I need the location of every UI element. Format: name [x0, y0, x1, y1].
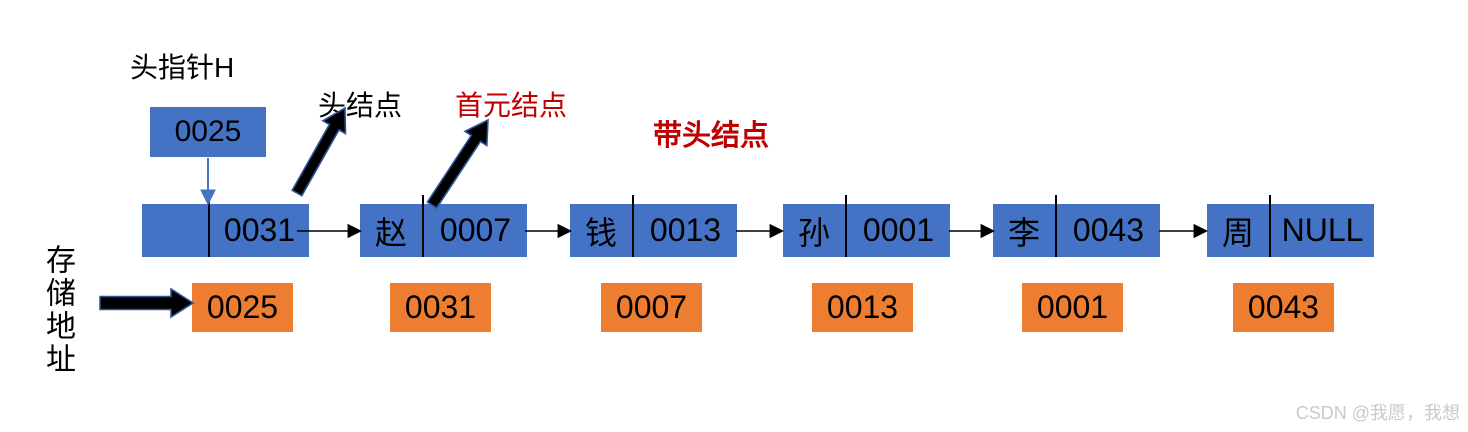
node-next: 0043 [1072, 212, 1145, 248]
first-element-callout-arrow [426, 118, 489, 210]
node-data: 李 [1007, 214, 1040, 251]
address-box: 0025 [192, 283, 293, 332]
node-next: 0007 [439, 212, 512, 248]
node-data: 赵 [374, 214, 407, 251]
node-head: 0031 [142, 195, 309, 257]
head-pointer-value: 0025 [174, 115, 242, 148]
address-box: 0031 [390, 283, 491, 332]
address-box: 0001 [1022, 283, 1123, 332]
head-node-label: 头结点 [318, 90, 403, 121]
address-box: 0043 [1233, 283, 1334, 332]
node-data: 孙 [797, 214, 830, 251]
with-head-node-title: 带头结点 [653, 120, 770, 152]
node-divider [632, 195, 634, 257]
node-sun: 孙 0001 [783, 195, 950, 257]
watermark: CSDN @我愿，我想 [1295, 403, 1460, 423]
node-divider [845, 195, 847, 257]
node-data: 周 [1221, 214, 1254, 251]
first-element-node-label: 首元结点 [455, 90, 568, 121]
node-zhou: 周 NULL [1207, 195, 1374, 257]
node-data: 钱 [584, 214, 617, 251]
node-next: NULL [1281, 212, 1364, 248]
address-box: 0007 [601, 283, 702, 332]
storage-address-arrow [99, 287, 195, 319]
node-qian: 钱 0013 [570, 195, 737, 257]
address-box: 0013 [812, 283, 913, 332]
node-divider [422, 195, 424, 257]
head-pointer-label: 头指针H [130, 52, 235, 83]
node-next: 0031 [223, 212, 296, 248]
node-divider [208, 195, 210, 257]
node-next: 0001 [862, 212, 935, 248]
node-divider [1055, 195, 1057, 257]
storage-address-label: 存储地址 [41, 244, 74, 376]
node-zhao: 赵 0007 [360, 195, 527, 257]
node-next: 0013 [649, 212, 722, 248]
node-li: 李 0043 [993, 195, 1160, 257]
head-pointer-box: 0025 [150, 107, 266, 157]
node-divider [1269, 195, 1271, 257]
node-data [142, 204, 208, 257]
